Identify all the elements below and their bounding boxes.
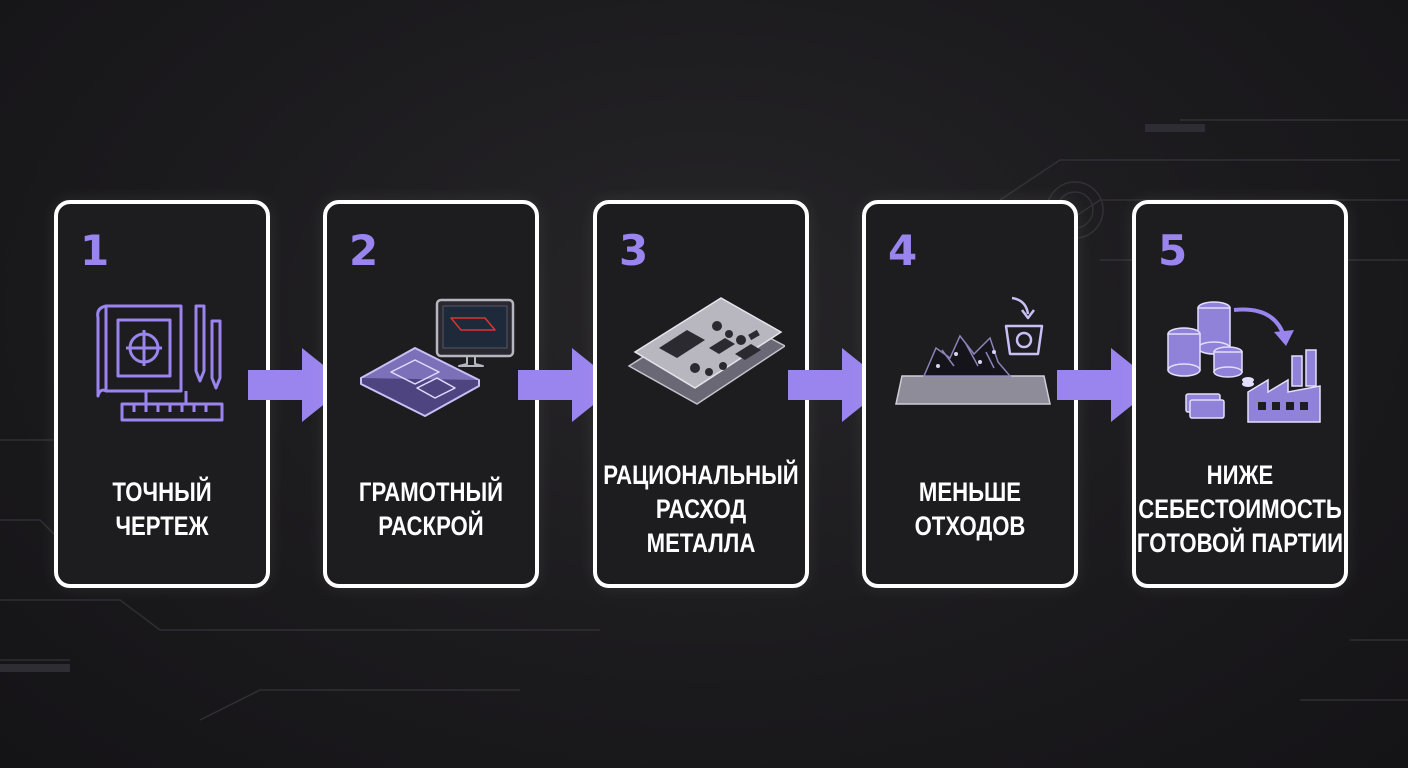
coins-factory-icon: [1167, 301, 1321, 423]
step-label: РАЦИОНАЛЬНЫЙ РАСХОД МЕТАЛЛА: [603, 454, 798, 564]
step-label: ТОЧНЫЙ ЧЕРТЕЖ: [77, 454, 248, 564]
step-label: НИЖЕ СЕБЕСТОИМОСТЬ ГОТОВОЙ ПАРТИИ: [1137, 454, 1343, 564]
blueprint-icon: [96, 304, 224, 422]
step-card-1: 1 ТОЧНЫЙ ЧЕРТЕЖ: [54, 200, 270, 588]
step-number: 1: [80, 226, 110, 275]
step-label: ГРАМОТНЫЙ РАСКРОЙ: [346, 454, 517, 564]
step-card-2: 2 ГРАМОТНЫЙ РАСКРОЙ: [323, 200, 539, 588]
label-line: ГРАМОТНЫЙ: [358, 477, 504, 507]
step-card-5: 5 НИЖЕ: [1132, 200, 1348, 588]
label-line: СЕБЕСТОИМОСТЬ: [1138, 494, 1342, 524]
label-line: НИЖЕ: [1206, 460, 1274, 490]
label-line: МЕТАЛЛА: [646, 528, 756, 558]
step-number: 4: [888, 226, 918, 275]
cad-layout-icon: [360, 298, 515, 417]
label-line: ЧЕРТЕЖ: [115, 511, 209, 541]
label-line: РАЦИОНАЛЬНЫЙ: [603, 460, 799, 490]
step-number: 3: [619, 226, 649, 275]
label-line: ТОЧНЫЙ: [112, 477, 212, 507]
step-card-3: 3 РАЦИОНАЛЬНЫЙ РАСХОД МЕТАЛЛА: [593, 200, 809, 588]
step-card-4: 4 МЕНЬШЕ ОТХОДОВ: [862, 200, 1078, 588]
step-label: МЕНЬШЕ ОТХОДОВ: [885, 454, 1056, 564]
label-line: РАСХОД: [655, 494, 747, 524]
scrap-scale-icon: [895, 296, 1051, 405]
label-line: РАСКРОЙ: [378, 511, 484, 541]
label-line: ОТХОДОВ: [914, 511, 1026, 541]
label-line: МЕНЬШЕ: [918, 477, 1022, 507]
step-number: 2: [349, 226, 379, 275]
metal-sheet-icon: [627, 297, 785, 405]
step-number: 5: [1158, 226, 1188, 275]
label-line: ГОТОВОЙ ПАРТИИ: [1136, 528, 1344, 558]
